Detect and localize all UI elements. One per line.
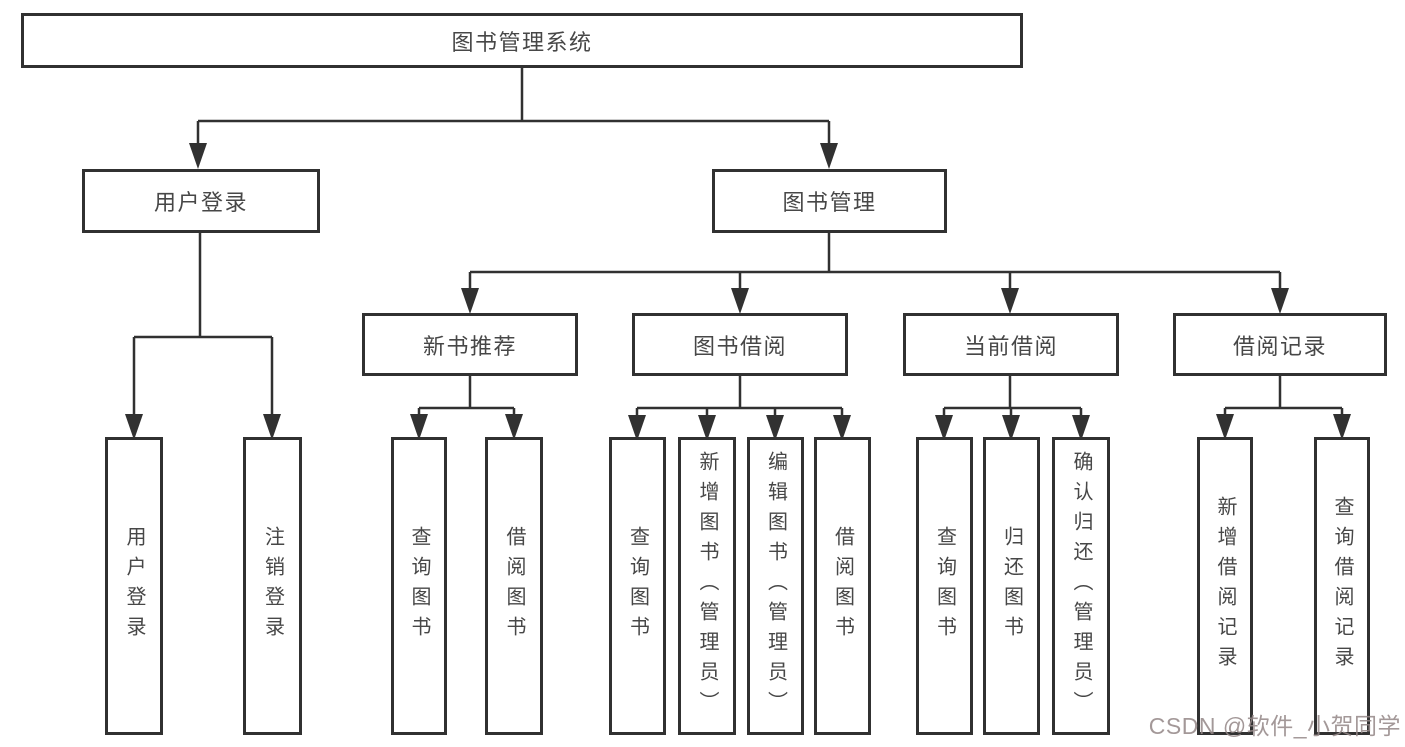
arrow-down-icon	[189, 143, 207, 169]
arrow-down-icon	[125, 414, 143, 440]
connector-paths	[132, 68, 1344, 425]
arrow-down-icon	[263, 414, 281, 440]
connector-new-book-branch	[417, 376, 516, 425]
node-leaf-query-books-current: 查询图书	[916, 437, 973, 735]
arrow-down-icon	[731, 288, 749, 314]
node-new-book-recommend: 新书推荐	[362, 313, 578, 376]
node-user-login: 用户登录	[82, 169, 320, 233]
node-leaf-label: 查询图书	[408, 526, 430, 646]
node-leaf-query-books-borrow: 查询图书	[609, 437, 666, 735]
node-leaf-label: 编辑图书（管理员）	[764, 451, 787, 721]
node-leaf-label: 查询借阅记录	[1331, 496, 1353, 676]
arrow-down-icon	[410, 414, 428, 440]
arrow-down-icon	[1333, 414, 1351, 440]
node-root: 图书管理系统	[21, 13, 1023, 68]
node-root-label: 图书管理系统	[451, 29, 593, 55]
connector-root-to-level2	[196, 68, 831, 150]
arrow-down-icon	[935, 415, 953, 441]
node-book-management-label: 图书管理	[782, 190, 877, 215]
node-leaf-label: 归还图书	[1000, 526, 1023, 646]
node-leaf-label: 注销登录	[261, 526, 284, 646]
connector-book-mgmt-branch	[468, 233, 1282, 300]
node-leaf-query-books-recommend: 查询图书	[391, 437, 447, 735]
node-leaf-label: 借阅图书	[831, 526, 854, 646]
arrowheads	[125, 143, 1351, 441]
node-new-book-recommend-label: 新书推荐	[422, 333, 517, 359]
arrow-down-icon	[505, 414, 523, 440]
connector-book-borrow-branch	[635, 376, 844, 425]
arrow-down-icon	[698, 415, 716, 441]
node-leaf-label: 查询图书	[626, 526, 649, 646]
csdn-watermark: CSDN @软件_小贺同学	[1148, 713, 1401, 739]
node-leaf-add-book-admin: 新增图书（管理员）	[678, 437, 736, 735]
node-leaf-borrow-books-recommend: 借阅图书	[485, 437, 543, 735]
arrow-down-icon	[1271, 288, 1289, 314]
node-leaf-label: 新增图书（管理员）	[696, 451, 718, 721]
connector-user-login-branch	[132, 233, 274, 425]
node-borrow-records: 借阅记录	[1173, 313, 1387, 376]
arrow-down-icon	[833, 415, 851, 441]
node-current-borrow-label: 当前借阅	[963, 333, 1058, 359]
node-user-login-label: 用户登录	[153, 190, 248, 215]
node-leaf-label: 查询图书	[933, 526, 956, 646]
node-leaf-label: 借阅图书	[503, 526, 525, 646]
arrow-down-icon	[1216, 414, 1234, 440]
arrow-down-icon	[1072, 415, 1090, 441]
node-leaf-return-book: 归还图书	[983, 437, 1040, 735]
arrow-down-icon	[1001, 288, 1019, 314]
node-borrow-records-label: 借阅记录	[1232, 333, 1327, 359]
node-leaf-label: 用户登录	[123, 526, 145, 646]
node-leaf-user-login: 用户登录	[105, 437, 163, 735]
arrow-down-icon	[461, 288, 479, 314]
node-leaf-edit-book-admin: 编辑图书（管理员）	[747, 437, 804, 735]
node-book-borrow: 图书借阅	[632, 313, 848, 376]
arrow-down-icon	[1002, 415, 1020, 441]
node-leaf-logout: 注销登录	[243, 437, 302, 735]
node-leaf-label: 新增借阅记录	[1214, 496, 1236, 676]
arrow-down-icon	[766, 415, 784, 441]
node-leaf-borrow-books: 借阅图书	[814, 437, 871, 735]
arrow-down-icon	[820, 143, 838, 169]
node-book-management: 图书管理	[712, 169, 947, 233]
arrow-down-icon	[628, 415, 646, 441]
connector-borrow-records-branch	[1223, 376, 1344, 425]
node-leaf-query-borrow-record: 查询借阅记录	[1314, 437, 1370, 735]
node-leaf-label: 确认归还（管理员）	[1070, 451, 1092, 721]
node-leaf-confirm-return-admin: 确认归还（管理员）	[1052, 437, 1110, 735]
node-book-borrow-label: 图书借阅	[692, 333, 787, 359]
node-current-borrow: 当前借阅	[903, 313, 1119, 376]
node-leaf-add-borrow-record: 新增借阅记录	[1197, 437, 1253, 735]
